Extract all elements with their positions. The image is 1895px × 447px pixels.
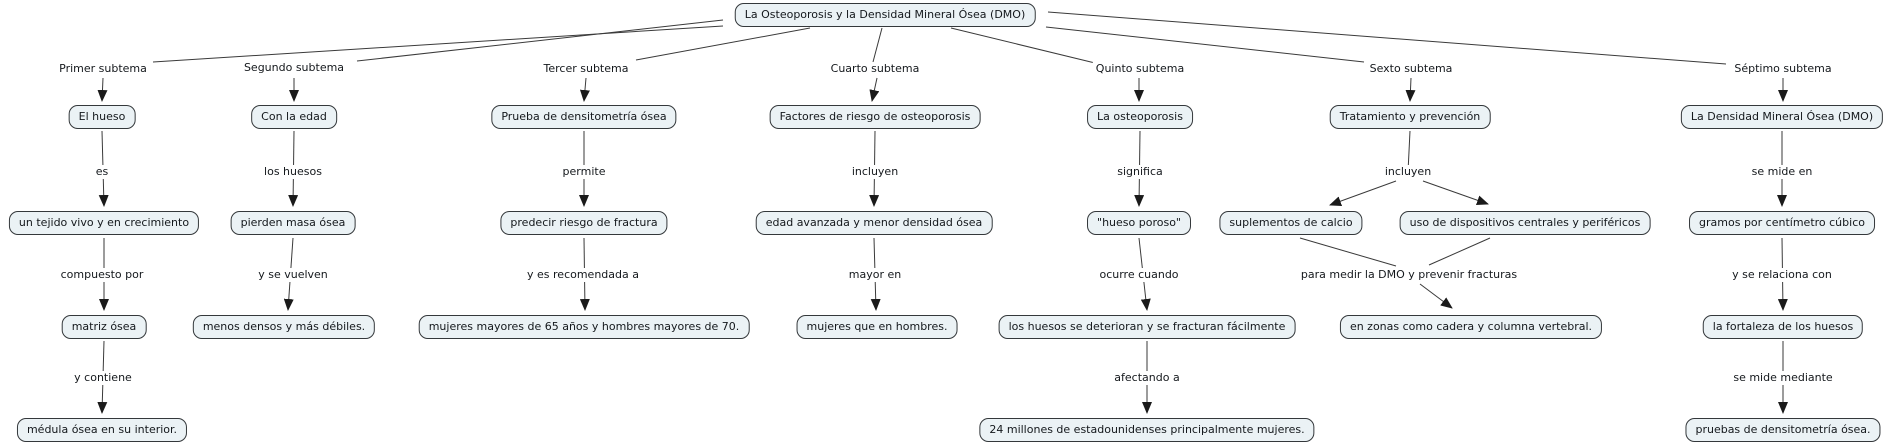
connector-line [1428, 237, 1491, 266]
concept-node-b2n2[interactable]: pierden masa ósea [230, 211, 356, 235]
relation-label-r4b[interactable]: mayor en [845, 268, 905, 282]
connector-arrow [869, 77, 880, 102]
concept-node-b7n2[interactable]: gramos por centímetro cúbico [1689, 211, 1875, 235]
connector-arrow [1405, 77, 1416, 102]
connector-line [635, 27, 811, 61]
branch-label-s4[interactable]: Cuarto subtema [827, 62, 923, 76]
connector-line [356, 19, 724, 62]
connector-line [1299, 237, 1397, 267]
concept-node-root[interactable]: La Osteoporosis y la Densidad Mineral Ós… [734, 3, 1036, 27]
branch-label-s2[interactable]: Segundo subtema [240, 61, 348, 75]
connector-arrow [579, 77, 590, 102]
connector-line [872, 27, 883, 63]
concept-node-b7n1[interactable]: La Densidad Mineral Ósea (DMO) [1680, 105, 1884, 129]
concept-node-b1n4[interactable]: médula ósea en su interior. [16, 418, 188, 442]
concept-node-b1n2[interactable]: un tejido vivo y en crecimiento [8, 211, 200, 235]
concept-node-b6n3[interactable]: en zonas como cadera y columna vertebral… [1339, 315, 1603, 339]
relation-label-r4a[interactable]: incluyen [848, 165, 902, 179]
relation-label-r7b[interactable]: y se relaciona con [1729, 268, 1835, 282]
concept-node-b3n3[interactable]: mujeres mayores de 65 años y hombres may… [418, 315, 750, 339]
concept-node-b3n2[interactable]: predecir riesgo de fractura [500, 211, 668, 235]
connector-arrow [1422, 180, 1489, 206]
relation-label-r7a[interactable]: se mide en [1748, 165, 1816, 179]
concept-node-b6n1[interactable]: Tratamiento y prevención [1329, 105, 1491, 129]
relation-label-r3b[interactable]: y es recomendada a [524, 268, 642, 282]
connector-arrow [1419, 283, 1453, 309]
relation-label-r6b[interactable]: para medir la DMO y prevenir fracturas [1297, 268, 1521, 282]
branch-label-s3[interactable]: Tercer subtema [540, 62, 632, 76]
concept-node-b4n3[interactable]: mujeres que en hombres. [796, 315, 958, 339]
relation-label-r5c[interactable]: afectando a [1111, 371, 1183, 385]
connector-line [152, 25, 724, 63]
relation-label-r1a[interactable]: es [92, 165, 112, 179]
concept-node-b3n1[interactable]: Prueba de densitometría ósea [491, 105, 677, 129]
concept-node-b7n3[interactable]: la fortaleza de los huesos [1702, 315, 1864, 339]
concept-node-b2n1[interactable]: Con la edad [251, 105, 337, 129]
relation-label-r7c[interactable]: se mide mediante [1730, 371, 1836, 385]
relation-label-r2a[interactable]: los huesos [261, 165, 325, 179]
concept-node-b7n4[interactable]: pruebas de densitometría ósea. [1685, 418, 1881, 442]
connector-arrow [97, 77, 108, 102]
concept-node-b5n2[interactable]: "hueso poroso" [1087, 211, 1191, 235]
concept-node-b1n1[interactable]: El hueso [68, 105, 136, 129]
concept-node-b1n3[interactable]: matriz ósea [61, 315, 147, 339]
connector-line [950, 27, 1096, 64]
connector-line [1047, 11, 1727, 65]
concept-node-b6n2a[interactable]: suplementos de calcio [1219, 211, 1363, 235]
branch-label-s5[interactable]: Quinto subtema [1092, 62, 1188, 76]
relation-label-r6a[interactable]: incluyen [1381, 165, 1435, 179]
concept-node-b5n4[interactable]: 24 millones de estadounidenses principal… [979, 418, 1315, 442]
relation-label-r2b[interactable]: y se vuelven [255, 268, 331, 282]
relation-label-r3a[interactable]: permite [559, 165, 609, 179]
concept-node-b6n2b[interactable]: uso de dispositivos centrales y periféri… [1399, 211, 1651, 235]
connector-line [1045, 26, 1365, 63]
branch-label-s7[interactable]: Séptimo subtema [1731, 62, 1835, 76]
relation-label-r1c[interactable]: y contiene [71, 371, 135, 385]
concept-node-b5n3[interactable]: los huesos se deterioran y se fracturan … [998, 315, 1296, 339]
concept-node-b2n3[interactable]: menos densos y más débiles. [192, 315, 376, 339]
concept-node-b4n2[interactable]: edad avanzada y menor densidad ósea [755, 211, 993, 235]
connector-arrow [1329, 180, 1397, 206]
concept-node-b5n1[interactable]: La osteoporosis [1087, 105, 1193, 129]
relation-label-r5b[interactable]: ocurre cuando [1096, 268, 1182, 282]
relation-label-r1b[interactable]: compuesto por [57, 268, 147, 282]
concept-node-b4n1[interactable]: Factores de riesgo de osteoporosis [769, 105, 981, 129]
branch-label-s6[interactable]: Sexto subtema [1366, 62, 1456, 76]
branch-label-s1[interactable]: Primer subtema [56, 62, 150, 76]
relation-label-r5a[interactable]: significa [1114, 165, 1166, 179]
